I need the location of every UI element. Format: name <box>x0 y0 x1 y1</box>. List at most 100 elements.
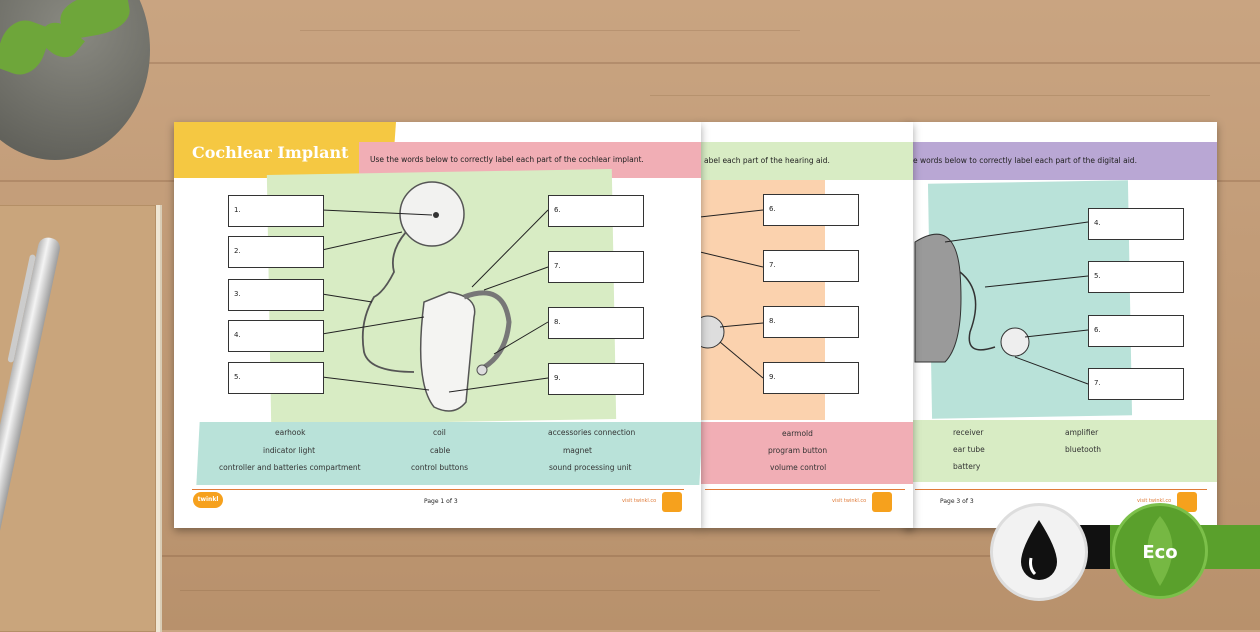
answer-box[interactable]: 5. <box>1088 261 1184 293</box>
word-bank-item: battery <box>953 462 981 471</box>
sound-processor-body <box>419 291 476 412</box>
site-link: visit twinkl.co <box>1137 498 1172 504</box>
answer-box[interactable]: 6. <box>1088 315 1184 347</box>
word-bank <box>905 420 1217 482</box>
leader-line <box>321 231 403 251</box>
answer-box[interactable]: 1. <box>228 195 324 227</box>
word-bank-item: volume control <box>770 463 827 472</box>
site-link: visit twinkl.co <box>622 498 657 504</box>
word-bank-item: sound processing unit <box>549 463 632 472</box>
answer-box[interactable]: 2. <box>228 236 324 268</box>
leader-line <box>1014 356 1089 385</box>
word-bank-item: ear tube <box>953 445 985 454</box>
instruction-text: e words below to correctly label each pa… <box>913 156 1137 165</box>
answer-box[interactable]: 7. <box>548 251 644 283</box>
leader-line <box>321 316 425 335</box>
leader-line <box>700 209 764 218</box>
word-bank-item: amplifier <box>1065 428 1099 437</box>
ink-drop-icon <box>1021 520 1057 580</box>
answer-box[interactable]: 7. <box>1088 368 1184 400</box>
word-bank-item: program button <box>768 446 828 455</box>
digital-aid-body <box>914 233 962 363</box>
leader-line <box>984 275 1089 288</box>
box-number: 6. <box>554 206 561 214</box>
ear-dome <box>1000 327 1030 357</box>
leader-line <box>471 209 549 288</box>
word-bank-item: earhook <box>275 428 306 437</box>
answer-box[interactable]: 6. <box>548 195 644 227</box>
box-number: 3. <box>234 290 241 298</box>
worksheet-hearing-aid: abel each part of the hearing aid. 6. 7.… <box>700 122 913 528</box>
answer-box[interactable]: 3. <box>228 279 324 311</box>
page-number: Page 3 of 3 <box>940 498 974 505</box>
wood-grain <box>650 95 1210 96</box>
answer-box[interactable]: 4. <box>1088 208 1184 240</box>
instruction-banner <box>700 142 913 180</box>
digital-aid-diagram <box>914 221 1089 385</box>
page-number: Page 1 of 3 <box>424 498 458 505</box>
instruction-banner <box>905 142 1217 180</box>
leader-line <box>700 251 764 268</box>
box-number: 4. <box>1094 219 1101 227</box>
box-number: 5. <box>234 373 241 381</box>
answer-box[interactable]: 5. <box>228 362 324 394</box>
footer-line <box>915 489 1207 490</box>
box-number: 7. <box>554 262 561 270</box>
magnet-dot <box>433 212 439 218</box>
eco-label: Eco <box>1142 542 1178 563</box>
answer-box[interactable]: 7. <box>763 250 859 282</box>
leader-line <box>483 266 549 291</box>
twinkl-badge-icon <box>872 492 892 512</box>
leader-line <box>493 321 549 355</box>
leader-line <box>1024 329 1089 338</box>
word-bank-item: control buttons <box>411 463 469 472</box>
box-number: 9. <box>554 374 561 382</box>
leader-line <box>719 322 764 328</box>
word-bank-item: indicator light <box>263 446 316 455</box>
wood-grain <box>300 30 800 31</box>
word-bank-item: controller and batteries compartment <box>219 463 361 472</box>
wood-seam <box>0 62 1260 64</box>
earmold-shape <box>700 315 725 349</box>
box-number: 6. <box>1094 326 1101 334</box>
worksheet-cochlear-implant: Cochlear Implant Use the words below to … <box>174 122 701 528</box>
leader-line <box>719 341 764 379</box>
word-bank-item: bluetooth <box>1065 445 1102 454</box>
answer-box[interactable]: 9. <box>763 362 859 394</box>
cochlear-implant-diagram <box>321 181 549 412</box>
eco-badge: Eco <box>1112 503 1208 599</box>
word-bank-item: cable <box>430 446 451 455</box>
word-bank-item: receiver <box>953 428 984 437</box>
box-number: 5. <box>1094 272 1101 280</box>
word-bank <box>700 422 913 484</box>
earhook-shape <box>463 290 512 373</box>
cable-line <box>361 231 415 373</box>
footer-line <box>192 489 684 490</box>
box-number: 9. <box>769 373 776 381</box>
leaf-icon <box>1147 516 1173 586</box>
wood-grain <box>180 590 880 591</box>
hearing-aid-diagram <box>700 209 764 379</box>
leader-line <box>321 209 433 216</box>
answer-box[interactable]: 4. <box>228 320 324 352</box>
ear-tube-line <box>959 271 996 351</box>
wood-seam <box>0 555 1260 557</box>
box-number: 6. <box>769 205 776 213</box>
footer-line <box>705 489 905 490</box>
answer-box[interactable]: 6. <box>763 194 859 226</box>
word-bank-item: earmold <box>782 429 813 438</box>
word-bank-item: magnet <box>563 446 592 455</box>
twinkl-badge-icon <box>662 492 682 512</box>
answer-box[interactable]: 9. <box>548 363 644 395</box>
leader-line <box>448 377 549 393</box>
leader-line <box>321 376 430 391</box>
instruction-text: abel each part of the hearing aid. <box>704 156 830 165</box>
twinkl-badge-icon <box>1177 492 1197 512</box>
box-number: 1. <box>234 206 241 214</box>
answer-box[interactable]: 8. <box>548 307 644 339</box>
word-bank-item: coil <box>433 428 446 437</box>
answer-box[interactable]: 8. <box>763 306 859 338</box>
box-number: 7. <box>1094 379 1101 387</box>
leader-line <box>321 293 373 303</box>
worksheet-digital-aid: e words below to correctly label each pa… <box>905 122 1217 528</box>
